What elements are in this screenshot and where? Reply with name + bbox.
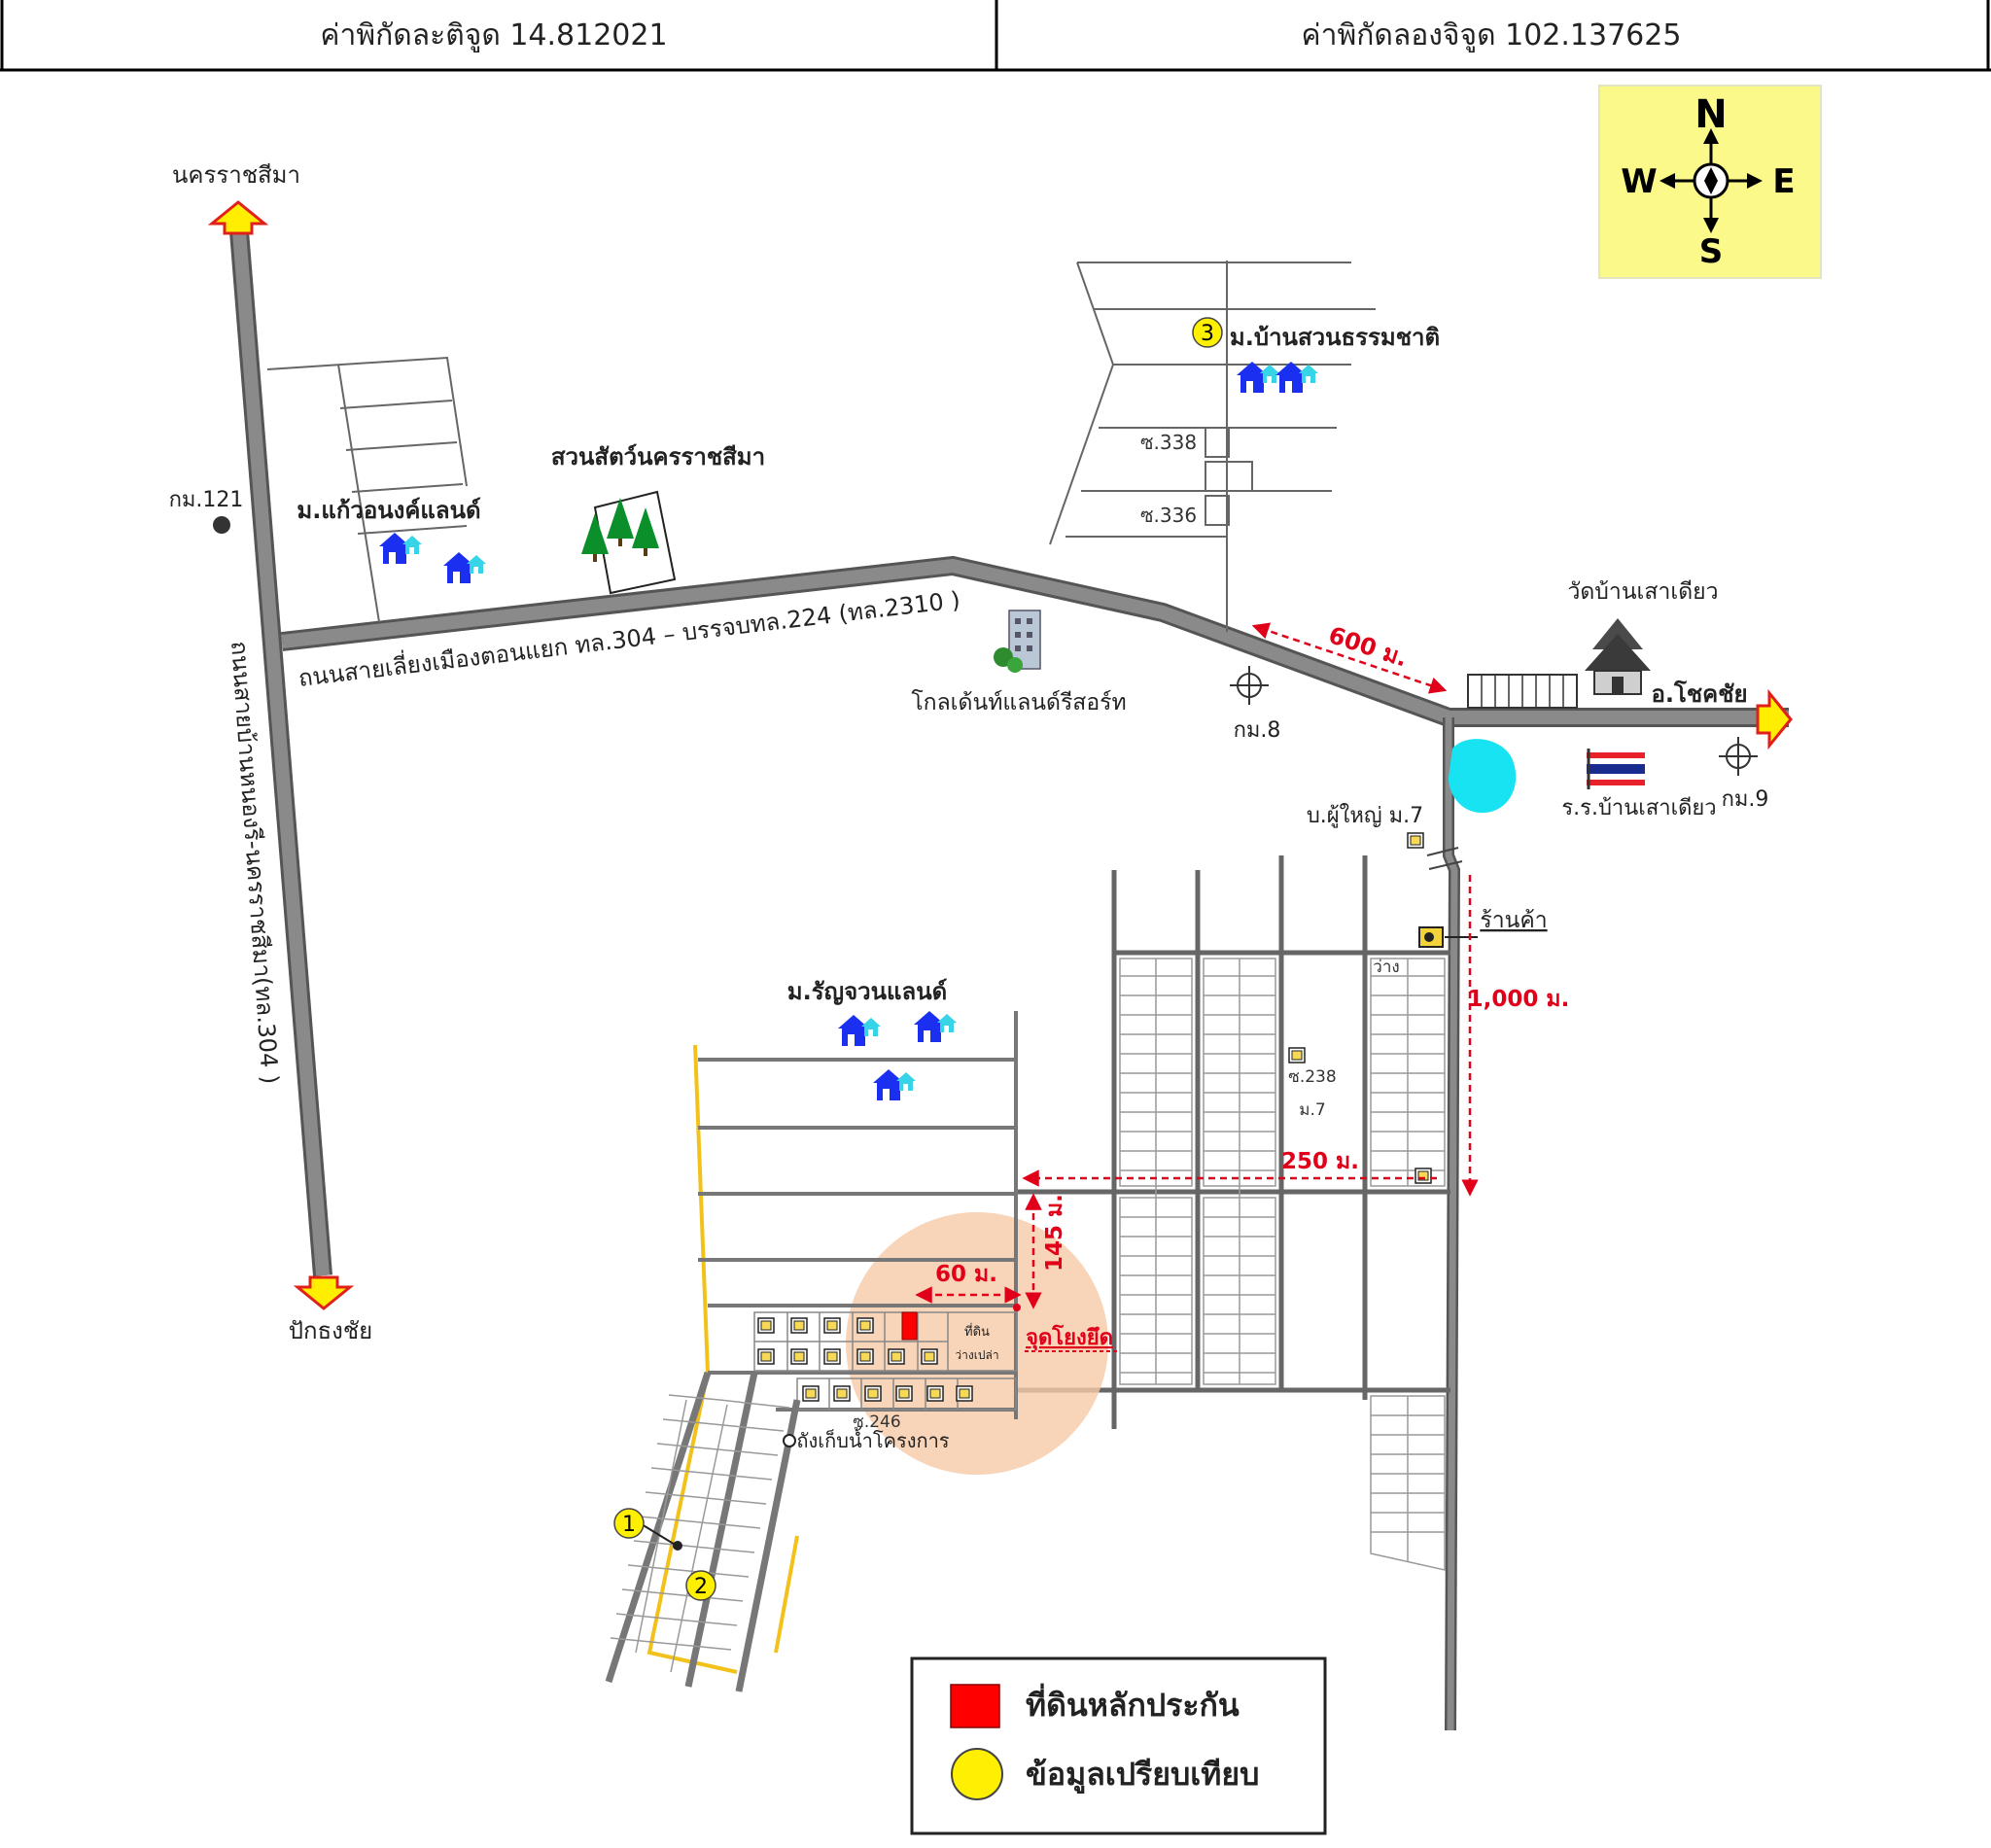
north-arrow-icon <box>207 200 269 235</box>
distance-600-label: 600 ม. <box>1325 621 1411 672</box>
school-flag-icon <box>1587 749 1645 789</box>
south-destination: ปักธงชัย <box>289 1317 372 1344</box>
house-250-icon <box>1415 1168 1432 1184</box>
marker-1-label: 1 <box>622 1513 636 1537</box>
latitude-label: ค่าพิกัดละติจูด 14.812021 <box>320 18 667 52</box>
legend-comparison-swatch <box>951 1748 1003 1800</box>
village-rat-houses-icon <box>838 1011 957 1100</box>
village-rat-grid <box>605 1011 1018 1692</box>
lot-label: ที่ดิน <box>964 1323 990 1340</box>
legend-collateral-swatch <box>950 1684 1000 1728</box>
moo7-label: ม.7 <box>1299 1100 1325 1120</box>
village-suan-houses-icon <box>1237 362 1318 393</box>
soi336-label: ซ.336 <box>1140 504 1197 527</box>
water-tank-icon <box>783 1434 796 1447</box>
compass-w: W <box>1621 162 1658 201</box>
water-tank-label: ถังเก็บน้ำโครงการ <box>796 1427 949 1452</box>
km121-marker-icon <box>213 516 230 534</box>
zoo-tree-icon <box>581 490 677 595</box>
village-kaew-grid <box>266 356 468 623</box>
marker-3-label: 3 <box>1201 322 1214 346</box>
village-rat-label: ม.รัญจวนแลนด์ <box>787 978 947 1005</box>
headman-label: บ.ผู้ใหญ่ ม.7 <box>1307 803 1423 828</box>
north-destination: นครราชสีมา <box>172 161 300 189</box>
village-suan-label: ม.บ้านสวนธรรมชาติ <box>1230 324 1440 351</box>
legend-box: ที่ดินหลักประกัน ข้อมูลเปรียบเทียบ <box>910 1656 1327 1835</box>
school-label: ร.ร.บ้านเสาเดียว <box>1561 796 1716 820</box>
reference-point-icon <box>1013 1304 1021 1311</box>
marker-1-icon <box>613 1508 645 1539</box>
distance-60-label: 60 ม. <box>935 1262 997 1287</box>
km8-marker-icon <box>1230 666 1269 705</box>
reference-point-label: จุดโยงยึด <box>1026 1324 1113 1351</box>
soi338-label: ซ.338 <box>1140 431 1197 454</box>
soi238-label: ซ.238 <box>1288 1067 1336 1087</box>
village-kaew-houses-icon <box>379 533 486 583</box>
distance-145-label: 145 ม. <box>1042 1194 1067 1272</box>
marker-2-icon <box>685 1570 716 1601</box>
distance-600-line <box>1251 622 1448 694</box>
distance-1000-label: 1,000 ม. <box>1468 987 1570 1012</box>
lot-label-2: ว่างเปล่า <box>955 1348 998 1362</box>
shop-icon <box>1418 926 1478 948</box>
temple-icon <box>1467 618 1651 709</box>
km121-label: กม.121 <box>169 488 244 512</box>
legend-comparison-label: ข้อมูลเปรียบเทียบ <box>1026 1756 1259 1795</box>
pond-icon <box>1449 739 1517 814</box>
east-subdivision-grid <box>1016 855 1450 1571</box>
zoo-label: สวนสัตว์นครราชสีมา <box>551 443 765 471</box>
main-road-2310 <box>280 555 1793 750</box>
soi246-label: ซ.246 <box>853 1412 900 1432</box>
legend-collateral-label: ที่ดินหลักประกัน <box>1026 1683 1240 1724</box>
east-destination: อ.โชคชัย <box>1651 680 1747 708</box>
marker-3-icon <box>1192 317 1223 348</box>
golf-resort-building-icon <box>994 610 1041 673</box>
km8-label: กม.8 <box>1234 718 1281 743</box>
highway-304-road <box>207 200 355 1310</box>
distance-250-label: 250 ม. <box>1281 1149 1359 1174</box>
marker-2-label: 2 <box>694 1575 708 1599</box>
header-bar: ค่าพิกัดละติจูด 14.812021 ค่าพิกัดลองจิจ… <box>0 0 1991 72</box>
golf-resort-label: โกลเด้นท์แลนด์รีสอร์ท <box>911 689 1126 715</box>
headman-house-icon <box>1407 832 1424 849</box>
compass-s: S <box>1699 232 1724 271</box>
compass-e: E <box>1772 162 1795 201</box>
branch-road-south <box>1426 717 1463 1731</box>
compass-rose-icon: N S W E <box>1598 85 1822 279</box>
soi238-house-icon <box>1288 1047 1306 1063</box>
village-kaew-label: ม.แก้วอนงค์แลนด์ <box>297 497 480 524</box>
longitude-label: ค่าพิกัดลองจิจูด 102.137625 <box>1302 18 1682 52</box>
shop-label: ร้านค้า <box>1480 908 1547 933</box>
south-arrow-icon <box>293 1275 355 1310</box>
compass-n: N <box>1694 92 1727 137</box>
vacant-label: ว่าง <box>1373 958 1399 977</box>
temple-label: วัดบ้านเสาเดียว <box>1567 579 1718 605</box>
km9-label: กม.9 <box>1722 787 1769 812</box>
village-suan-grid <box>1049 261 1376 632</box>
east-arrow-icon <box>1756 688 1793 750</box>
collateral-land-plot <box>901 1311 918 1341</box>
km9-marker-icon <box>1719 737 1758 776</box>
